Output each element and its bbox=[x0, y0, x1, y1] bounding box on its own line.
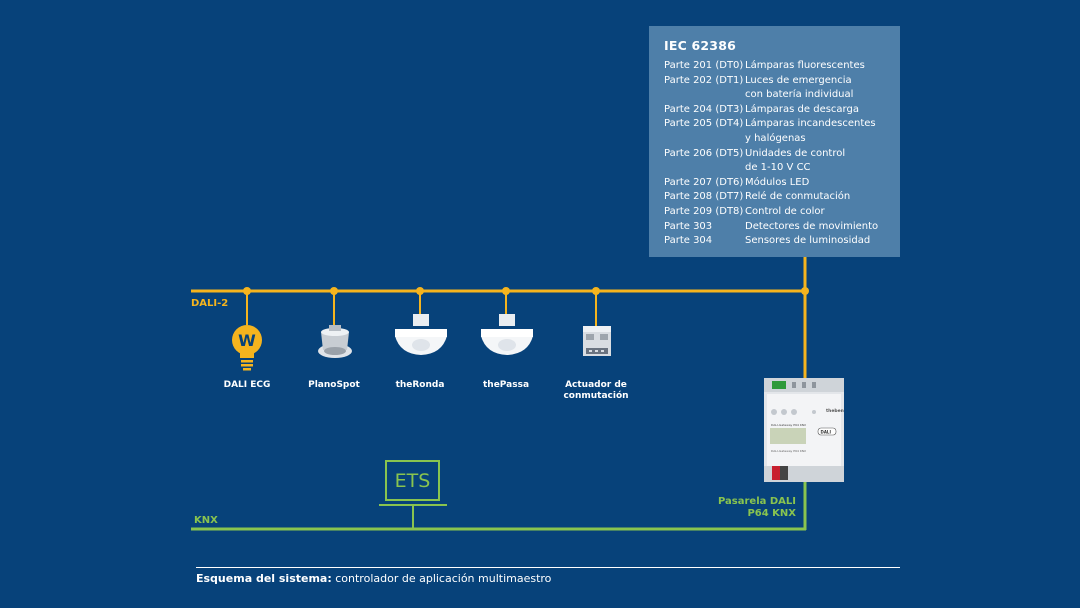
iec-part-number: Parte 304 bbox=[664, 235, 713, 247]
iec-part-number: Parte 201 (DT0) bbox=[664, 60, 744, 71]
device-label-dali-ecg: DALI ECG bbox=[223, 380, 271, 390]
ceiling-presence-detector-icon bbox=[395, 314, 447, 355]
iec-62386-panel: IEC 62386 Parte 201 (DT0)Lámparas fluore… bbox=[649, 26, 900, 257]
iec-part-description: Control de color bbox=[745, 205, 825, 217]
dali-node bbox=[801, 287, 809, 295]
iec-part-row: Parte 304 Sensores de luminosidad bbox=[664, 234, 900, 249]
device-label-actuador: Actuador de conmutación bbox=[563, 380, 629, 401]
iec-part-row: Parte 204 (DT3)Lámparas de descarga bbox=[664, 103, 900, 118]
iec-part-number: Parte 303 bbox=[664, 220, 713, 232]
footer-divider bbox=[196, 567, 900, 568]
iec-part-number: Parte 205 (DT4) bbox=[664, 118, 744, 130]
iec-part-row: Parte 205 (DT4)Lámparas incandescentes y… bbox=[664, 117, 900, 146]
footer-bold: Esquema del sistema: bbox=[196, 572, 332, 585]
iec-part-number: Parte 206 (DT5) bbox=[664, 147, 744, 159]
iec-part-description: Lámparas incandescentes y halógenas bbox=[745, 118, 876, 144]
gateway-screen-text: DALI-Gateway P64 KNX bbox=[771, 423, 806, 427]
ets-label: ETS bbox=[394, 470, 431, 492]
knx-bus-label: KNX bbox=[194, 515, 218, 526]
ets-monitor-icon: ETS bbox=[385, 460, 440, 501]
iec-part-number: Parte 202 (DT1) bbox=[664, 74, 744, 86]
iec-part-description: Detectores de movimiento bbox=[745, 220, 879, 232]
iec-part-description: Unidades de control de 1-10 V CC bbox=[745, 147, 846, 174]
gateway-dali-logo: DALI bbox=[821, 430, 832, 435]
dali-bus-label: DALI-2 bbox=[191, 298, 229, 309]
lightbulb-letter: W bbox=[238, 331, 256, 350]
iec-part-row: Parte 206 (DT5)Unidades de control de 1-… bbox=[664, 147, 900, 176]
iec-part-row: Parte 209 (DT8)Control de color bbox=[664, 205, 900, 220]
dali-node bbox=[592, 287, 600, 295]
gateway-label: Pasarela DALI P64 KNX bbox=[717, 496, 796, 519]
dali-node bbox=[416, 287, 424, 295]
dali-knx-gateway-icon: DALI-Gateway P64 KNX theben DALI DALI-Ga… bbox=[764, 378, 844, 482]
gateway-brand: theben bbox=[826, 408, 844, 414]
iec-part-row: Parte 202 (DT1)Luces de emergencia con b… bbox=[664, 74, 900, 103]
iec-part-row: Parte 208 (DT7)Relé de conmutación bbox=[664, 190, 900, 205]
switching-actuator-icon bbox=[583, 326, 611, 356]
device-label-theronda: theRonda bbox=[395, 380, 445, 390]
lightbulb-w-icon: W bbox=[232, 325, 262, 371]
iec-part-description: Relé de conmutación bbox=[745, 191, 851, 203]
iec-part-row: Parte 207 (DT6)Módulos LED bbox=[664, 176, 900, 191]
dali-node bbox=[243, 287, 251, 295]
iec-title: IEC 62386 bbox=[664, 38, 737, 53]
iec-part-description: Luces de emergencia con batería individu… bbox=[745, 74, 854, 101]
iec-part-row: Parte 201 (DT0)Lámparas fluorescentes bbox=[664, 59, 900, 74]
gateway-bottom-text: DALI-Gateway P64 KNX bbox=[771, 449, 806, 453]
footer-text: controlador de aplicación multimaestro bbox=[331, 572, 552, 585]
device-label-planospot: PlanoSpot bbox=[308, 380, 360, 390]
iec-part-description: Lámparas fluorescentes bbox=[745, 60, 865, 71]
iec-part-number: Parte 208 (DT7) bbox=[664, 191, 744, 203]
iec-part-number: Parte 209 (DT8) bbox=[664, 205, 744, 217]
ceiling-presence-detector-icon bbox=[481, 314, 533, 355]
footer-caption: Esquema del sistema: controlador de apli… bbox=[196, 572, 551, 585]
iec-part-description: Lámparas de descarga bbox=[745, 103, 859, 115]
iec-part-description: Sensores de luminosidad bbox=[745, 235, 871, 247]
iec-part-number: Parte 207 (DT6) bbox=[664, 176, 744, 188]
iec-part-number: Parte 204 (DT3) bbox=[664, 103, 744, 115]
iec-part-row: Parte 303 Detectores de movimiento bbox=[664, 220, 900, 235]
downlight-spot-icon bbox=[318, 325, 352, 358]
dali-node bbox=[502, 287, 510, 295]
iec-part-description: Módulos LED bbox=[745, 176, 810, 188]
device-label-thepassa: thePassa bbox=[482, 380, 530, 390]
dali-node bbox=[330, 287, 338, 295]
